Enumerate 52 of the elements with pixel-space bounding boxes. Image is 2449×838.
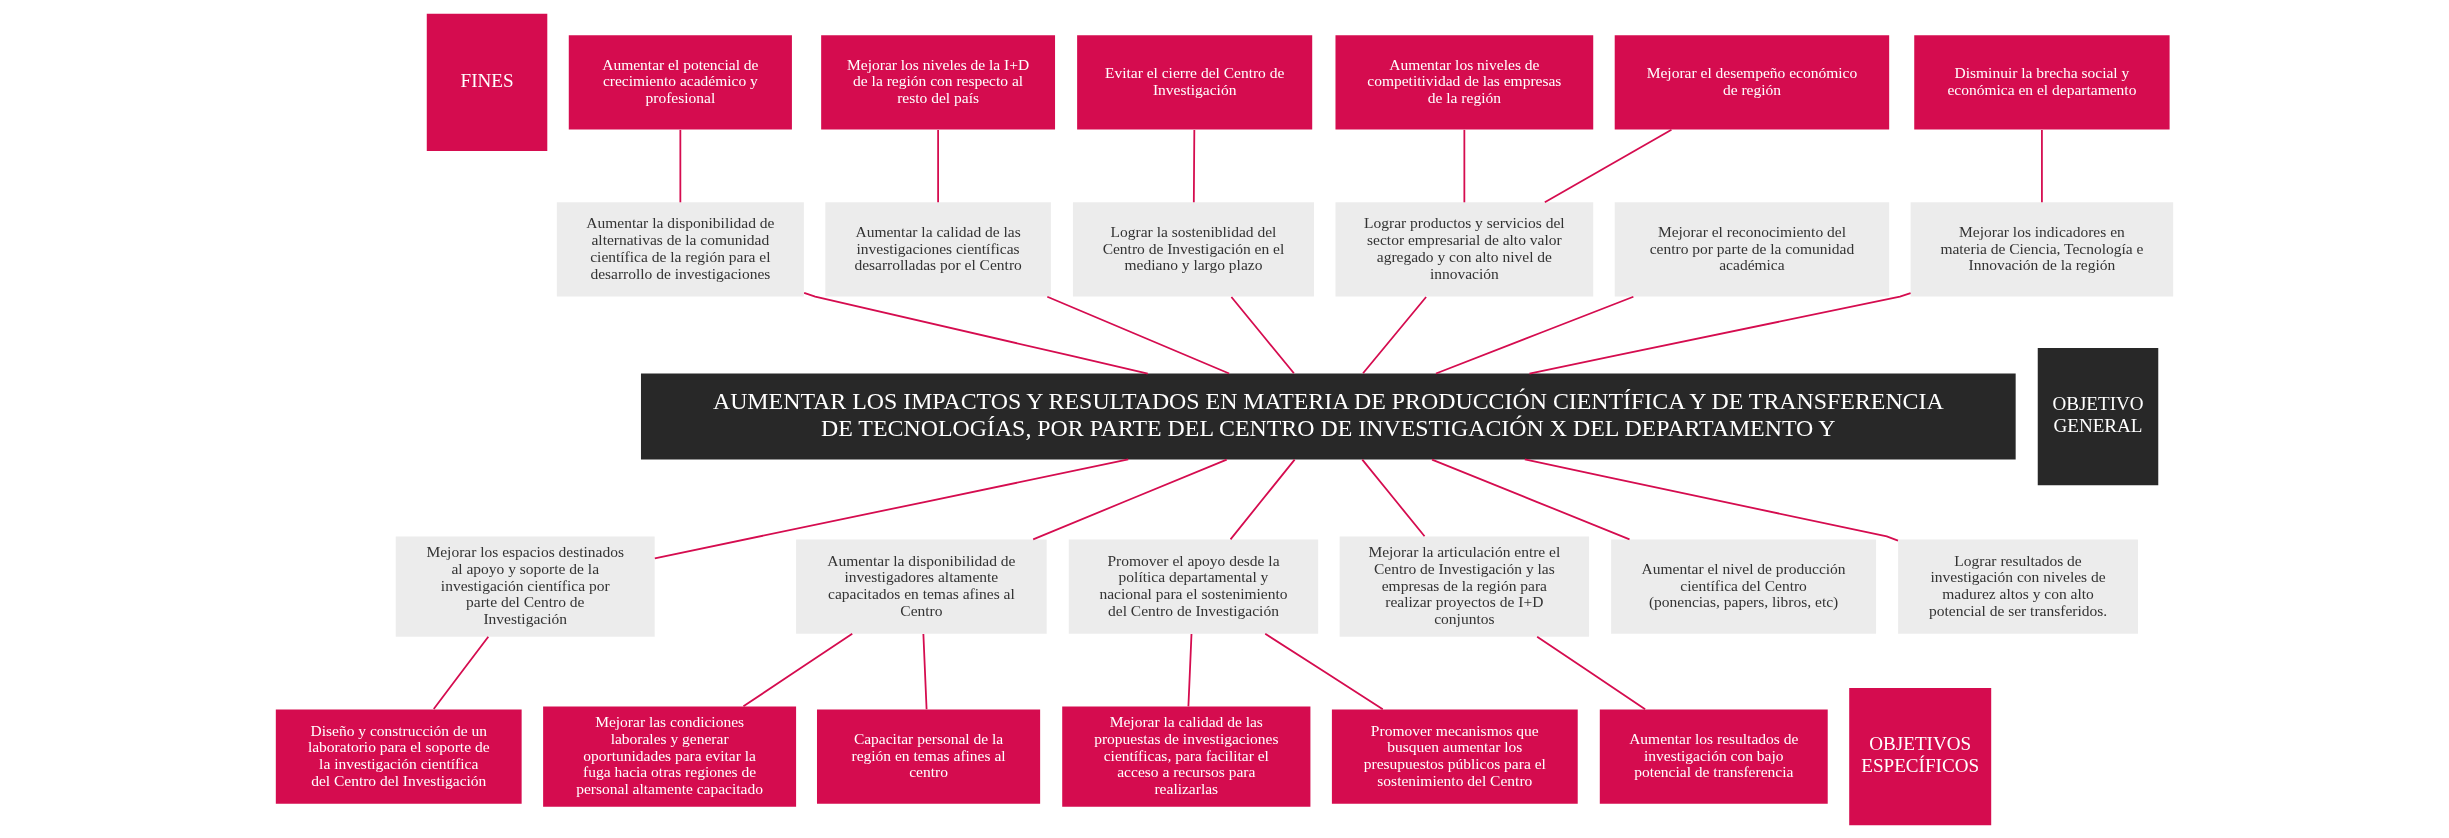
connector: [432, 635, 490, 710]
node-box: Mejorar la calidad de las propuestas de investigaciones científicas, para facilitar el acceso a recursos para realizarlas: [1062, 706, 1311, 807]
connector: [1543, 128, 1673, 203]
connector: [1435, 295, 1635, 374]
node-box: Lograr resultados de investigación con niveles de madurez altos y con alto potencial de ser transferidos.: [1898, 538, 2138, 634]
node-box: Aumentar los resultados de investigación con bajo potencial de transferencia: [1599, 709, 1828, 804]
node-box: Aumentar los niveles de competitividad de las empresas de la región: [1335, 34, 1594, 129]
node-box: Evitar el cierre del Centro de Investigación: [1077, 34, 1313, 129]
node-box: Promover mecanismos que busquen aumentar los presupuestos públicos para el sostenimiento del Centro: [1331, 709, 1578, 804]
connector: [679, 128, 682, 203]
node-box: Aumentar el potencial de crecimiento académico y profesional: [568, 34, 792, 129]
node-box: Mejorar el desempeño económico de región: [1614, 34, 1890, 129]
node-box: Aumentar la disponibilidad de alternativas de la comunidad científica de la región para el desarrollo de investigaciones: [556, 201, 804, 297]
connector: [1536, 635, 1647, 710]
connector: [1032, 458, 1228, 540]
connector: [1046, 295, 1231, 374]
connector: [1187, 632, 1193, 707]
node-box: Aumentar el nivel de producción científica del Centro (ponencias, papers, libros, etc): [1611, 538, 1877, 634]
node-box: Disminuir la brecha social y económica en el departamento: [1914, 34, 2170, 129]
connector: [1264, 632, 1384, 710]
connector: [2041, 128, 2043, 203]
node-box: Mejorar el reconocimiento del centro por parte de la comunidad académica: [1614, 201, 1890, 297]
connector: [937, 128, 939, 203]
connector: [1528, 291, 1912, 374]
connector: [1523, 458, 1899, 541]
node-box: Lograr productos y servicios del sector empresarial de alto valor agregado y con alto nivel de innovación: [1335, 201, 1594, 297]
connector: [1362, 295, 1427, 374]
connector: [1229, 458, 1296, 540]
node-box: FINES: [426, 13, 548, 151]
node-box: Capacitar personal de la región en temas afines al centro: [817, 709, 1041, 804]
node-box: OBJETIVO GENERAL: [2037, 347, 2159, 485]
connector: [1361, 458, 1426, 537]
connector: [1431, 458, 1631, 540]
connector: [653, 458, 1130, 559]
node-box: Mejorar las condiciones laborales y generar oportunidades para evitar la fuga hacia otras regiones de personal altamente capacitado: [543, 706, 797, 807]
connector: [1192, 128, 1196, 203]
node-box: Promover el apoyo desde la política departamental y nacional para el sostenimiento del Centro de Investigación: [1068, 538, 1319, 634]
node-box: Mejorar los espacios destinados al apoyo y soporte de la investigación científica por parte del Centro de Investigación: [395, 535, 655, 637]
node-box: Mejorar los indicadores en materia de Ciencia, Tecnología e Innovación de la región: [1910, 201, 2174, 297]
connector: [803, 291, 1149, 374]
connector: [1230, 295, 1295, 374]
node-box: Mejorar los niveles de la I+D de la región con respecto al resto del país: [821, 34, 1056, 129]
node-box: Aumentar la disponibilidad de investigadores altamente capacitados en temas afines al Centro: [796, 538, 1047, 634]
node-box: Lograr la sosteniblidad del Centro de Investigación en el mediano y largo plazo: [1072, 201, 1314, 297]
connector: [1463, 128, 1466, 203]
connector: [922, 632, 928, 710]
node-box: AUMENTAR LOS IMPACTOS Y RESULTADOS EN MATERIA DE PRODUCCIÓN CIENTÍFICA Y DE TRANSFERENCIA DE TECNOLOGÍAS, POR PARTE DEL CENTRO DE INVESTIGACIÓN X DEL DEPARTAMENTO Y: [640, 373, 2016, 459]
connector: [742, 632, 854, 707]
node-box: Diseño y construcción de un laboratorio para el soporte de la investigación científica del Centro del Investigación: [275, 709, 522, 804]
node-box: OBJETIVOS ESPECÍFICOS: [1849, 687, 1992, 825]
node-box: Mejorar la articulación entre el Centro de Investigación y las empresas de la región para realizar proyectos de I+D conjuntos: [1339, 535, 1590, 637]
node-box: Aumentar la calidad de las investigaciones científicas desarrolladas por el Centro: [825, 201, 1051, 297]
